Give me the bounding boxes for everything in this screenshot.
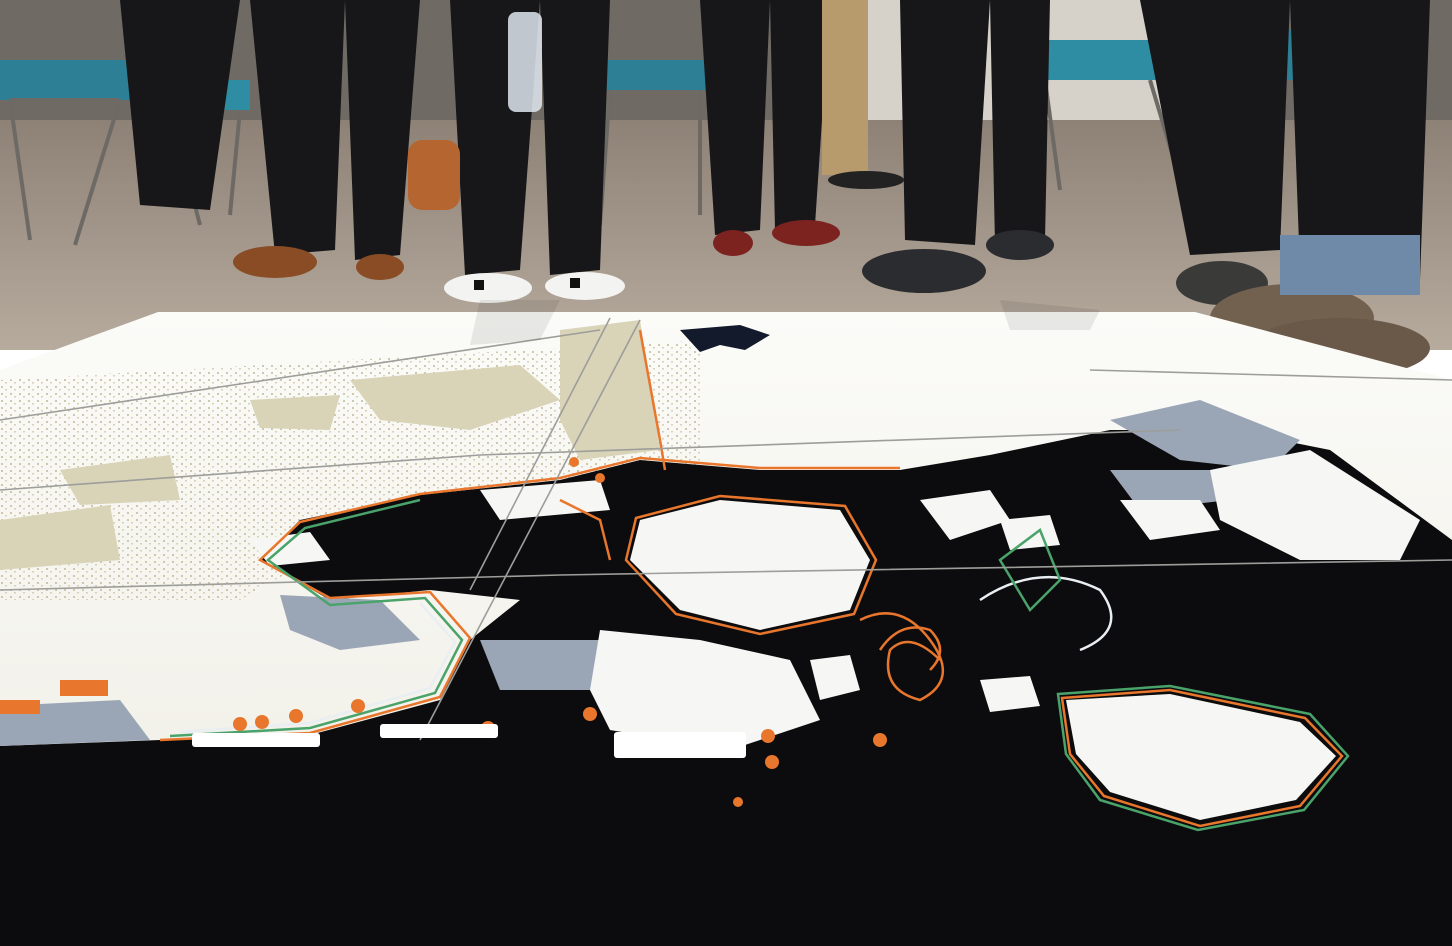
map-roads [0, 317, 1452, 741]
water-bottle [508, 12, 542, 112]
orange-bag [408, 140, 460, 210]
map-contours [159, 329, 1350, 832]
map-dark-shape [680, 325, 770, 352]
shadows [470, 300, 1100, 345]
khaki-trousers [822, 0, 868, 175]
map-islands [250, 450, 1420, 820]
map-label-cards [192, 724, 746, 758]
people-legs [120, 0, 1430, 280]
